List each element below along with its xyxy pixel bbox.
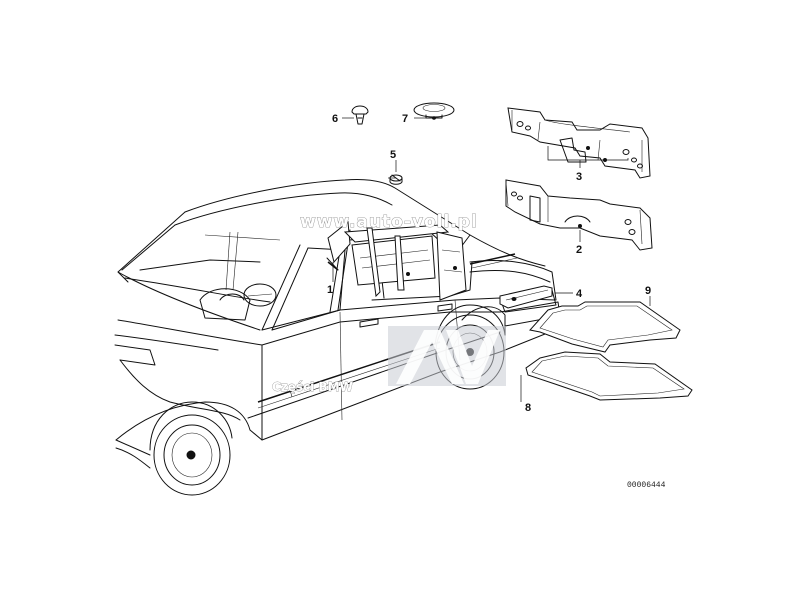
- callout-3: 3: [576, 171, 582, 183]
- part-2-rear-panel-lower: [505, 179, 653, 251]
- callout-6: 6: [332, 113, 338, 125]
- watermark-logo: AV: [388, 326, 506, 386]
- document-number: 00006444: [627, 481, 666, 490]
- part-5-screw: [388, 174, 403, 185]
- part-6-clip: [351, 105, 369, 125]
- part-4-trim: [499, 285, 553, 309]
- callout-1: 1: [327, 284, 333, 296]
- callout-5: 5: [390, 149, 396, 161]
- callout-7: 7: [402, 113, 408, 125]
- callout-9: 9: [645, 285, 651, 297]
- watermark-caption: Części BMW: [272, 380, 353, 394]
- front-wheel: [149, 401, 233, 496]
- callout-leaders: [332, 117, 651, 402]
- callout-8: 8: [525, 402, 531, 414]
- part-7-cap: [413, 102, 455, 120]
- part-8-floor-mat: [525, 351, 693, 401]
- part-9-floor-mat: [529, 301, 681, 353]
- watermark-url: www.auto-voll.pl: [300, 212, 478, 232]
- callout-2: 2: [576, 244, 582, 256]
- part-1-window-frame: [326, 221, 467, 301]
- part-3-rear-panel-upper: [507, 107, 651, 179]
- callout-4: 4: [576, 288, 583, 300]
- watermark: www.auto-voll.pl AV Części BMW: [272, 212, 506, 394]
- callout-numbers: 1 2 3 4 5 6 7 8 9: [327, 113, 651, 414]
